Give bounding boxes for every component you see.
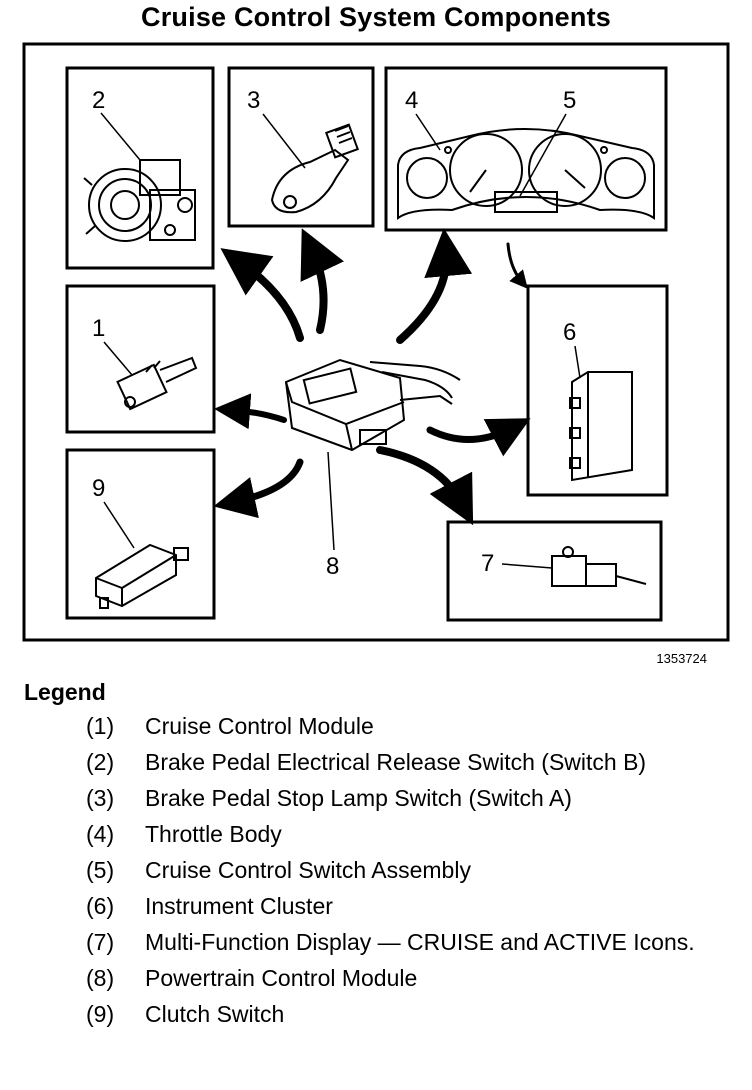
panel-4-5: 4 5 [386, 68, 666, 230]
callout-3: 3 [247, 87, 260, 114]
legend-item-1: (1) Cruise Control Module [86, 712, 726, 741]
multi-function-display-illustration [552, 547, 646, 586]
component-diagram: 2 3 4 5 [0, 0, 752, 660]
instrument-cluster-module-illustration [570, 372, 632, 480]
instrument-cluster-illustration [398, 129, 654, 218]
legend-text: Cruise Control Module [145, 712, 726, 741]
legend-text: Multi-Function Display — CRUISE and ACTI… [145, 928, 726, 957]
callout-5: 5 [563, 87, 576, 114]
panel-9: 9 [67, 450, 214, 618]
legend-number: (9) [86, 1000, 145, 1029]
legend-text: Brake Pedal Electrical Release Switch (S… [145, 748, 726, 777]
legend-item-3: (3) Brake Pedal Stop Lamp Switch (Switch… [86, 784, 726, 813]
callout-2: 2 [92, 87, 105, 114]
callout-9: 9 [92, 475, 105, 502]
panel-3: 3 [229, 68, 373, 226]
panel-7: 7 [448, 522, 661, 620]
arrow-panel-5-to-6 [508, 244, 522, 282]
figure-id: 1353724 [656, 651, 707, 666]
clutch-switch-illustration [96, 545, 188, 608]
legend-item-4: (4) Throttle Body [86, 820, 726, 849]
legend-text: Throttle Body [145, 820, 726, 849]
panel-6: 6 [528, 286, 667, 495]
legend-number: (7) [86, 928, 145, 957]
arrow-to-panel-7 [380, 450, 462, 504]
legend-item-8: (8) Powertrain Control Module [86, 964, 726, 993]
panel-2: 2 [67, 68, 213, 268]
throttle-body-illustration [84, 160, 195, 241]
legend-item-2: (2) Brake Pedal Electrical Release Switc… [86, 748, 726, 777]
legend-heading: Legend [24, 679, 106, 706]
legend-item-6: (6) Instrument Cluster [86, 892, 726, 921]
legend-number: (8) [86, 964, 145, 993]
powertrain-control-module-illustration [286, 360, 460, 450]
legend-list: (1) Cruise Control Module (2) Brake Peda… [86, 712, 726, 1036]
arrow-to-panel-1 [232, 410, 284, 420]
callout-8: 8 [326, 553, 339, 580]
callout-7: 7 [481, 550, 494, 577]
legend-number: (1) [86, 712, 145, 741]
panel-1: 1 [67, 286, 214, 432]
callout-6: 6 [563, 319, 576, 346]
legend-number: (6) [86, 892, 145, 921]
arrow-to-panel-6 [430, 428, 512, 440]
cruise-module-illustration [118, 358, 196, 409]
legend-number: (5) [86, 856, 145, 885]
legend-text: Powertrain Control Module [145, 964, 726, 993]
arrow-to-panel-2 [240, 262, 300, 338]
arrow-to-panel-3 [312, 250, 324, 330]
stop-lamp-switch-illustration [272, 125, 358, 213]
legend-item-9: (9) Clutch Switch [86, 1000, 726, 1029]
legend-number: (2) [86, 748, 145, 777]
legend-text: Instrument Cluster [145, 892, 726, 921]
arrow-to-panel-4 [400, 252, 446, 340]
arrow-to-panel-9 [234, 462, 300, 502]
legend-text: Brake Pedal Stop Lamp Switch (Switch A) [145, 784, 726, 813]
legend-text: Cruise Control Switch Assembly [145, 856, 726, 885]
legend-text: Clutch Switch [145, 1000, 726, 1029]
arrows [232, 244, 522, 504]
legend-item-7: (7) Multi-Function Display — CRUISE and … [86, 928, 726, 957]
callout-4: 4 [405, 87, 418, 114]
diagram-frame [24, 44, 728, 640]
legend-item-5: (5) Cruise Control Switch Assembly [86, 856, 726, 885]
legend-number: (4) [86, 820, 145, 849]
legend-number: (3) [86, 784, 145, 813]
callout-1: 1 [92, 315, 105, 342]
